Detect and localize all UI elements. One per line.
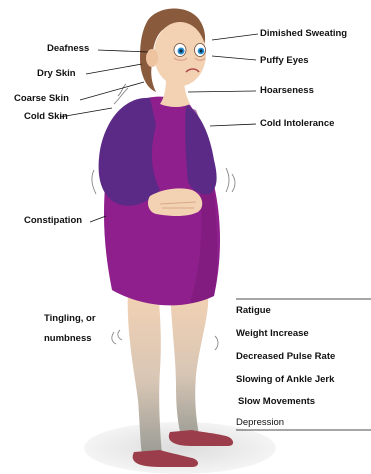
- label-tingling-line-2: numbness: [44, 334, 92, 344]
- right-sleeve: [185, 104, 216, 194]
- label-dry-skin: Dry Skin: [37, 69, 76, 79]
- left-sleeve: [99, 98, 160, 206]
- label-dimished-sweating: Dimished Sweating: [260, 29, 347, 39]
- label-coarse-skin: Coarse Skin: [14, 94, 69, 104]
- symptom-list-item: Slow Movements: [238, 397, 315, 407]
- symptom-list-item: Weight Increase: [236, 329, 309, 339]
- label-cold-skin: Cold Skin: [24, 112, 68, 122]
- symptom-list-item: Slowing of Ankle Jerk: [236, 375, 334, 385]
- symptom-list-item: Depression: [236, 418, 284, 428]
- symptom-list-item: Decreased Pulse Rate: [236, 352, 335, 362]
- label-deafness: Deafness: [47, 44, 89, 54]
- label-cold-intolerance: Cold Intolerance: [260, 119, 334, 129]
- label-constipation: Constipation: [24, 216, 82, 226]
- symptom-list-item: Ratigue: [236, 306, 271, 316]
- label-tingling-line-1: Tingling, or: [44, 314, 96, 324]
- label-puffy-eyes: Puffy Eyes: [260, 56, 309, 66]
- label-hoarseness: Hoarseness: [260, 86, 314, 96]
